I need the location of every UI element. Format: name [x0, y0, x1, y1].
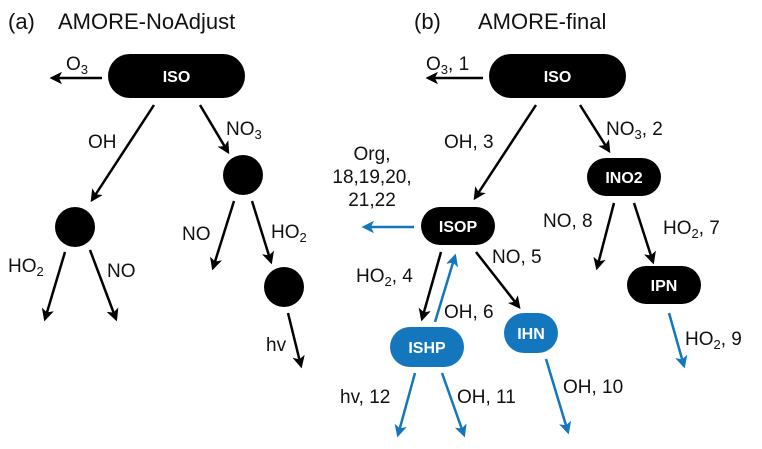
label-org-line3: 21,22 [348, 190, 396, 211]
node-c3 [264, 267, 304, 307]
arrow-c1-no [88, 249, 119, 322]
arrow-c1-ho2 [41, 251, 67, 322]
label-org-line1: Org, [354, 144, 391, 165]
arrow-isop-ihn [475, 251, 521, 309]
panel-a: (a) AMORE-NoAdjust ISO O3 OH NO3 HO2 NO … [8, 9, 307, 369]
panel-b-tag: (b) [414, 9, 441, 34]
panel-a-title: AMORE-NoAdjust [58, 9, 235, 34]
label-no-c2: NO [182, 224, 211, 245]
label-no-8: NO, 8 [543, 211, 593, 232]
arrow-c2-no [210, 200, 236, 271]
label-oh-10: OH, 10 [563, 377, 623, 398]
label-ho2-c2: HO2 [271, 222, 307, 245]
label-hv-12: hv, 12 [340, 387, 390, 408]
panel-a-tag: (a) [8, 9, 35, 34]
node-c1 [55, 207, 95, 247]
arrow-isop-ishp [418, 251, 443, 322]
label-o3-1: O3, 1 [426, 54, 469, 77]
label-org-line2: 18,19,20, [332, 167, 411, 188]
label-ho2-9: HO2, 9 [685, 329, 742, 352]
label-no-5: NO, 5 [492, 247, 542, 268]
label-no-c1: NO [107, 261, 136, 282]
arrow-ishp-oh [440, 372, 467, 438]
node-c2 [223, 155, 263, 195]
arrow-c2-c3 [250, 200, 274, 265]
label-oh-a: OH [88, 132, 117, 153]
label-no3-a: NO3 [226, 119, 262, 142]
node-ishp: ISHP [390, 327, 464, 367]
arrow-iso-c1 [90, 104, 156, 203]
node-isop: ISOP [421, 207, 495, 245]
node-ipn-label: IPN [651, 278, 678, 295]
node-ino2-label: INO2 [605, 170, 642, 187]
node-iso-b: ISO [489, 54, 626, 98]
label-oh-6: OH, 6 [444, 302, 494, 323]
node-ino2: INO2 [587, 158, 661, 196]
arrow-ishp-hv [394, 372, 417, 438]
label-oh-3: OH, 3 [444, 132, 494, 153]
node-iso-b-label: ISO [544, 69, 572, 86]
arrow-ino2-ipn [632, 202, 656, 265]
arrow-iso-isop [473, 104, 538, 201]
arrow-iso-ino2 [578, 104, 611, 154]
node-iso-a: ISO [108, 54, 245, 98]
label-ho2-7: HO2, 7 [663, 218, 720, 241]
node-ipn: IPN [627, 266, 701, 304]
label-oh-11: OH, 11 [457, 387, 516, 408]
node-iso-a-label: ISO [163, 69, 191, 86]
panel-b-title: AMORE-final [478, 9, 606, 34]
arrow-ino2-no [593, 202, 616, 271]
label-hv-a: hv [266, 335, 287, 356]
label-no3-2: NO3, 2 [606, 119, 663, 142]
node-isop-label: ISOP [439, 219, 478, 236]
arrow-ipn-ho2 [667, 312, 688, 369]
arrow-c3-hv [286, 312, 305, 369]
node-ihn-label: IHN [517, 326, 545, 343]
label-o3-a: O3 [66, 54, 88, 77]
label-ho2-c1: HO2 [8, 256, 44, 279]
arrow-iso-c2 [198, 104, 230, 155]
label-ho2-4: HO2, 4 [356, 266, 413, 289]
arrow-ishp-isop [433, 253, 459, 323]
arrow-ihn-oh [544, 358, 572, 435]
node-ihn: IHN [504, 313, 558, 353]
node-ishp-label: ISHP [408, 340, 446, 357]
panel-b: (b) AMORE-final ISO ISOP INO2 IPN ISHP I… [332, 9, 742, 438]
